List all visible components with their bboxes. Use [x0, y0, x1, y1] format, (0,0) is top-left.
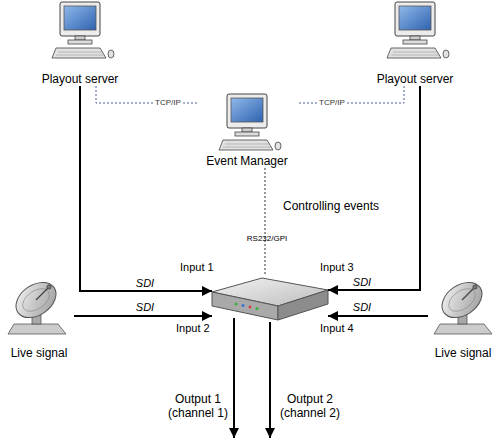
network-link — [265, 168, 266, 274]
satellite-dish-icon — [8, 275, 66, 334]
router-front-face — [212, 292, 278, 320]
signal-arrow — [74, 315, 212, 317]
node-label: Live signal — [11, 346, 68, 360]
input-label: Input 4 — [320, 322, 354, 335]
output-label: Output 1 (channel 1) — [166, 392, 230, 420]
node-label: Playout server — [377, 72, 454, 86]
signal-arrow — [328, 315, 428, 317]
server-node: Playout server — [30, 0, 130, 86]
router-node: Input 1Input 2Input 3Input 4 — [212, 274, 328, 322]
port-label: RS232/GPI — [245, 232, 289, 246]
edge-label: Controlling events — [283, 200, 379, 212]
router-led — [249, 306, 252, 309]
computer-icon — [219, 94, 281, 150]
router-side-face — [278, 290, 328, 320]
computer-icon — [387, 2, 449, 58]
node-label: Playout server — [42, 72, 119, 86]
router-led — [235, 303, 238, 306]
edge-label: SDI — [136, 277, 154, 289]
output-arrow — [269, 322, 271, 438]
live-source-node: Live signal — [4, 278, 74, 360]
edge-label: SDI — [136, 301, 154, 313]
server-node: Playout server — [365, 0, 465, 86]
computer-icon — [52, 2, 114, 58]
edge-label: TCP/IP — [153, 97, 183, 109]
manager-node: Event Manager — [197, 92, 297, 168]
node-label: Live signal — [435, 346, 492, 360]
input-label: Input 3 — [320, 261, 354, 274]
output-arrow — [233, 318, 235, 438]
node-label: Event Manager — [206, 154, 287, 168]
edge-label: SDI — [353, 276, 371, 288]
signal-arrow — [328, 86, 420, 290]
network-link — [297, 86, 404, 103]
edge-label: SDI — [353, 301, 371, 313]
live-source-node: Live signal — [428, 278, 498, 360]
signal-arrow — [80, 86, 212, 291]
satellite-dish-icon — [434, 275, 492, 334]
router-device — [212, 278, 328, 320]
router-led — [256, 307, 259, 310]
output-label: Output 2 (channel 2) — [278, 392, 342, 420]
input-label: Input 2 — [176, 322, 210, 335]
edge-label: TCP/IP — [317, 97, 347, 109]
router-led — [242, 304, 245, 307]
input-label: Input 1 — [180, 261, 214, 274]
